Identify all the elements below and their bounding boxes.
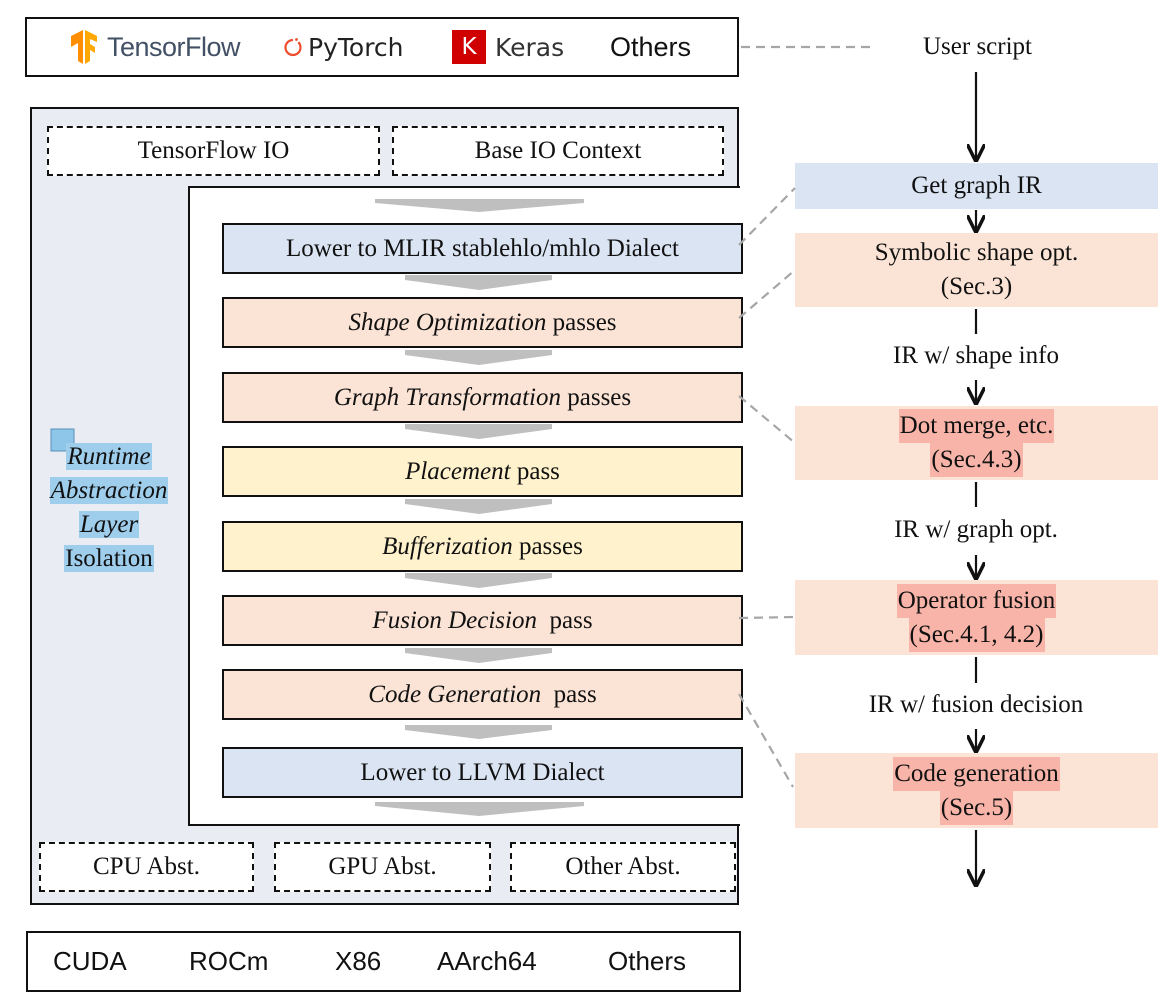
pass-name: passes [561, 383, 632, 411]
flow-step-text: Code generation [893, 756, 1060, 791]
flow-step-section: (Sec.4.3) [930, 443, 1023, 477]
pass-name-italic: Code Generation [368, 680, 542, 708]
flow-step-symbolic-shape: Symbolic shape opt. (Sec.3) [795, 233, 1158, 307]
flow-step-text: Dot merge, etc. [898, 409, 1055, 443]
side-label-line: Layer [78, 511, 140, 538]
flow-step-text: Operator fusion [896, 583, 1057, 618]
flow-step-text: Symbolic shape opt. [874, 239, 1079, 266]
dashed-connector [738, 693, 794, 788]
hardware-item: Others [608, 946, 687, 976]
abst-box-label: GPU Abst. [328, 853, 437, 880]
pass-name: pass [541, 680, 597, 708]
abst-box-label: Other Abst. [565, 853, 681, 880]
pass-lower-mlir: Lower to MLIR stablehlo/mhlo Dialect [222, 223, 743, 274]
hardware-item: AArch64 [437, 946, 537, 976]
keras-logo-icon: K [452, 30, 486, 64]
pass-name: Lower to MLIR stablehlo/mhlo Dialect [286, 234, 679, 262]
tensorflow-logo-icon [71, 30, 97, 64]
abst-box-cpu: CPU Abst. [39, 842, 254, 892]
pass-name-italic: Bufferization [382, 532, 513, 560]
pass-name-italic: Graph Transformation [333, 383, 561, 411]
flow-step-operator-fusion: Operator fusion (Sec.4.1, 4.2) [795, 580, 1158, 655]
pass-shape-optimization: Shape Optimization passes [222, 297, 743, 348]
hardware-item: CUDA [53, 946, 127, 976]
io-box-label: TensorFlow IO [137, 137, 290, 164]
side-label-line: Abstraction [49, 477, 169, 504]
compiler-pipeline-area [188, 186, 740, 826]
edge-label-graph-opt: IR w/ graph opt. [894, 516, 1058, 543]
flow-step-code-generation: Code generation (Sec.5) [795, 753, 1158, 828]
flow-step-section: (Sec.3) [940, 273, 1013, 300]
hardware-item: X86 [335, 946, 382, 976]
abst-box-gpu: GPU Abst. [274, 842, 491, 892]
framework-keras: K Keras [452, 19, 564, 75]
framework-label: Keras [495, 32, 565, 62]
flow-step-text: Get graph IR [911, 172, 1042, 199]
pass-name: passes [512, 532, 583, 560]
pass-fusion-decision: Fusion Decision pass [222, 595, 743, 646]
edge-label-fusion-decision: IR w/ fusion decision [868, 691, 1084, 718]
framework-pytorch: PyTorch [283, 19, 404, 75]
flow-start-user-script: User script [923, 33, 1032, 60]
frameworks-bar: TensorFlow PyTorch K Keras Others [25, 17, 739, 77]
side-label-line: Runtime [66, 443, 152, 470]
side-label-line: Isolation [64, 545, 154, 572]
pass-name: Lower to LLVM Dialect [360, 758, 605, 786]
dashed-connector [738, 395, 796, 444]
io-box-tensorflow: TensorFlow IO [47, 126, 380, 176]
pass-bufferization: Bufferization passes [222, 521, 743, 572]
pass-name-italic: Fusion Decision [372, 606, 537, 634]
flow-step-get-graph-ir: Get graph IR [795, 163, 1158, 209]
pass-name: pass [537, 606, 593, 634]
dashed-connector [738, 187, 796, 246]
pass-name: passes [546, 308, 617, 336]
pass-name-italic: Placement [405, 457, 511, 485]
io-box-label: Base IO Context [474, 137, 642, 164]
flow-step-dot-merge: Dot merge, etc. (Sec.4.3) [795, 406, 1158, 480]
flow-step-section: (Sec.4.1, 4.2) [908, 617, 1045, 652]
flow-step-section: (Sec.5) [939, 790, 1014, 825]
abst-box-label: CPU Abst. [93, 853, 200, 880]
runtime-abstraction-label: Runtime Abstraction Layer Isolation [44, 440, 174, 576]
io-box-base-context: Base IO Context [392, 126, 724, 176]
hardware-backends-bar: CUDA ROCm X86 AArch64 Others [26, 931, 741, 992]
framework-others: Others [610, 19, 691, 75]
pass-name: pass [510, 457, 560, 485]
pass-placement: Placement pass [222, 446, 743, 497]
pass-name-italic: Shape Optimization [348, 308, 547, 336]
hardware-item: ROCm [189, 946, 269, 976]
framework-label: PyTorch [308, 32, 404, 62]
framework-label: TensorFlow [107, 31, 241, 62]
pass-lower-llvm: Lower to LLVM Dialect [222, 747, 743, 798]
framework-label: Others [610, 31, 692, 62]
pass-graph-transformation: Graph Transformation passes [222, 372, 743, 423]
framework-tensorflow: TensorFlow [69, 19, 241, 75]
dashed-connector [738, 269, 796, 319]
edge-label-shape-info: IR w/ shape info [893, 342, 1059, 369]
abst-box-other: Other Abst. [510, 842, 736, 892]
pass-code-generation: Code Generation pass [222, 669, 743, 720]
pytorch-logo-icon [284, 38, 302, 57]
dashed-connector [738, 615, 796, 620]
